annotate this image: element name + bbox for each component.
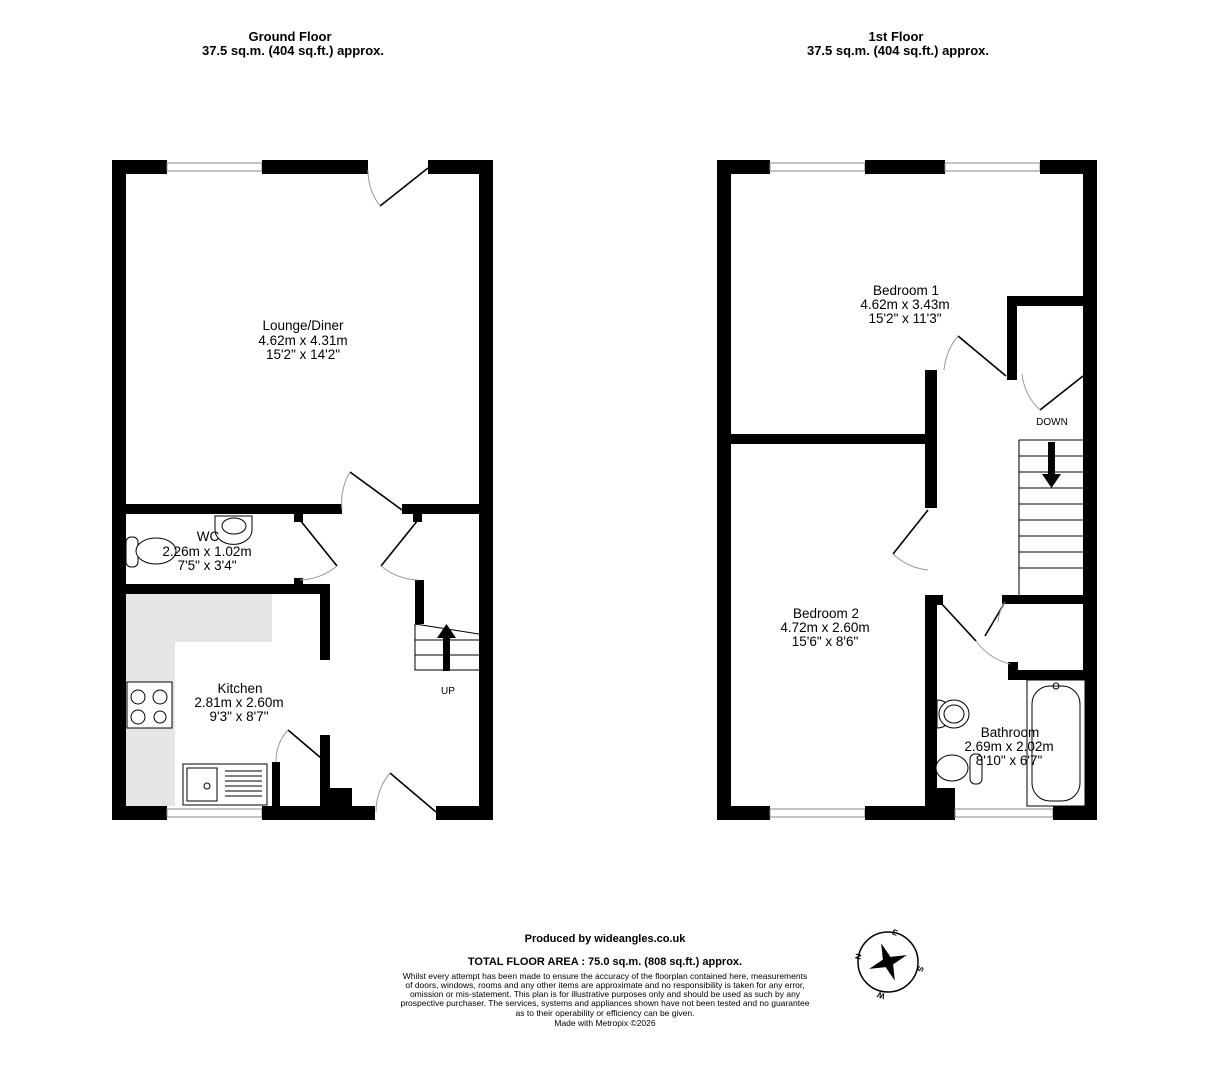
compass-west: W <box>876 990 887 1001</box>
kitchen-counter <box>126 594 272 806</box>
first-floor-plan: DOWN Bedroom 1 4.62m x 3.43m 15'2" x 11'… <box>717 160 1097 820</box>
room-size-imperial: 9'3" x 8'7" <box>209 709 268 724</box>
hob-icon <box>126 681 173 729</box>
room-size-imperial: 15'2" x 14'2" <box>266 347 340 362</box>
room-size-imperial: 8'10" x 6'7" <box>976 753 1043 768</box>
compass-east: E <box>891 928 900 939</box>
room-size-imperial: 15'6" x 8'6" <box>792 634 859 649</box>
sink-icon <box>182 763 268 806</box>
room-name: Bedroom 1 <box>873 283 939 298</box>
stairs-up: UP <box>414 623 480 697</box>
toilet-icon <box>125 536 177 568</box>
room-size-metric: 2.26m x 1.02m <box>162 544 251 559</box>
compass-south: S <box>915 965 926 974</box>
room-size-metric: 4.62m x 3.43m <box>860 297 949 312</box>
room-name: Bathroom <box>981 725 1040 740</box>
window <box>769 162 866 172</box>
arrow-down-icon <box>1042 474 1061 488</box>
ground-floor-title: Ground Floor <box>248 29 331 44</box>
window <box>769 808 866 818</box>
window <box>954 808 1054 818</box>
made-with: Made with Metropix ©2026 <box>554 1018 656 1028</box>
room-size-metric: 2.69m x 2.02m <box>964 739 1053 754</box>
window <box>166 162 263 172</box>
room-size-imperial: 7'5" x 3'4" <box>177 558 236 573</box>
disclaimer-line: Whilst every attempt has been made to en… <box>403 971 807 981</box>
window <box>166 808 263 818</box>
bath-icon <box>1026 679 1086 807</box>
stairs-down: DOWN <box>1018 417 1083 595</box>
room-name: Kitchen <box>217 681 262 696</box>
ground-floor-area: 37.5 sq.m. (404 sq.ft.) approx. <box>202 43 384 58</box>
disclaimer-line: omission or mis-statement. This plan is … <box>410 989 801 999</box>
compass-rose-icon: N E S W <box>854 928 926 1001</box>
ground-floor-plan: UP Lounge/Diner 4.62m x 4.31m 15'2" x 14… <box>112 160 493 820</box>
room-name: Lounge/Diner <box>262 318 344 333</box>
first-floor-title: 1st Floor <box>869 29 924 44</box>
stairs-label: DOWN <box>1036 417 1068 428</box>
basin-icon <box>936 699 970 729</box>
first-floor-area: 37.5 sq.m. (404 sq.ft.) approx. <box>807 43 989 58</box>
room-size-metric: 4.72m x 2.60m <box>780 620 869 635</box>
room-name: WC <box>197 529 220 544</box>
arrow-up-icon <box>437 624 456 638</box>
toilet-icon <box>935 753 983 785</box>
basin-icon <box>214 515 253 545</box>
stairs-label: UP <box>441 686 455 697</box>
disclaimer-line: of doors, windows, rooms and any other i… <box>405 980 804 990</box>
room-size-metric: 2.81m x 2.60m <box>194 695 283 710</box>
compass-north: N <box>854 953 864 960</box>
disclaimer-line: as to their operability or efficiency ca… <box>516 1008 695 1018</box>
total-floor-area: TOTAL FLOOR AREA : 75.0 sq.m. (808 sq.ft… <box>468 956 742 968</box>
room-size-imperial: 15'2" x 11'3" <box>868 311 941 326</box>
produced-by: Produced by wideangles.co.uk <box>525 933 687 945</box>
window <box>944 162 1041 172</box>
room-name: Bedroom 2 <box>793 606 859 621</box>
room-size-metric: 4.62m x 4.31m <box>258 333 347 348</box>
disclaimer-line: prospective purchaser. The services, sys… <box>400 998 809 1008</box>
